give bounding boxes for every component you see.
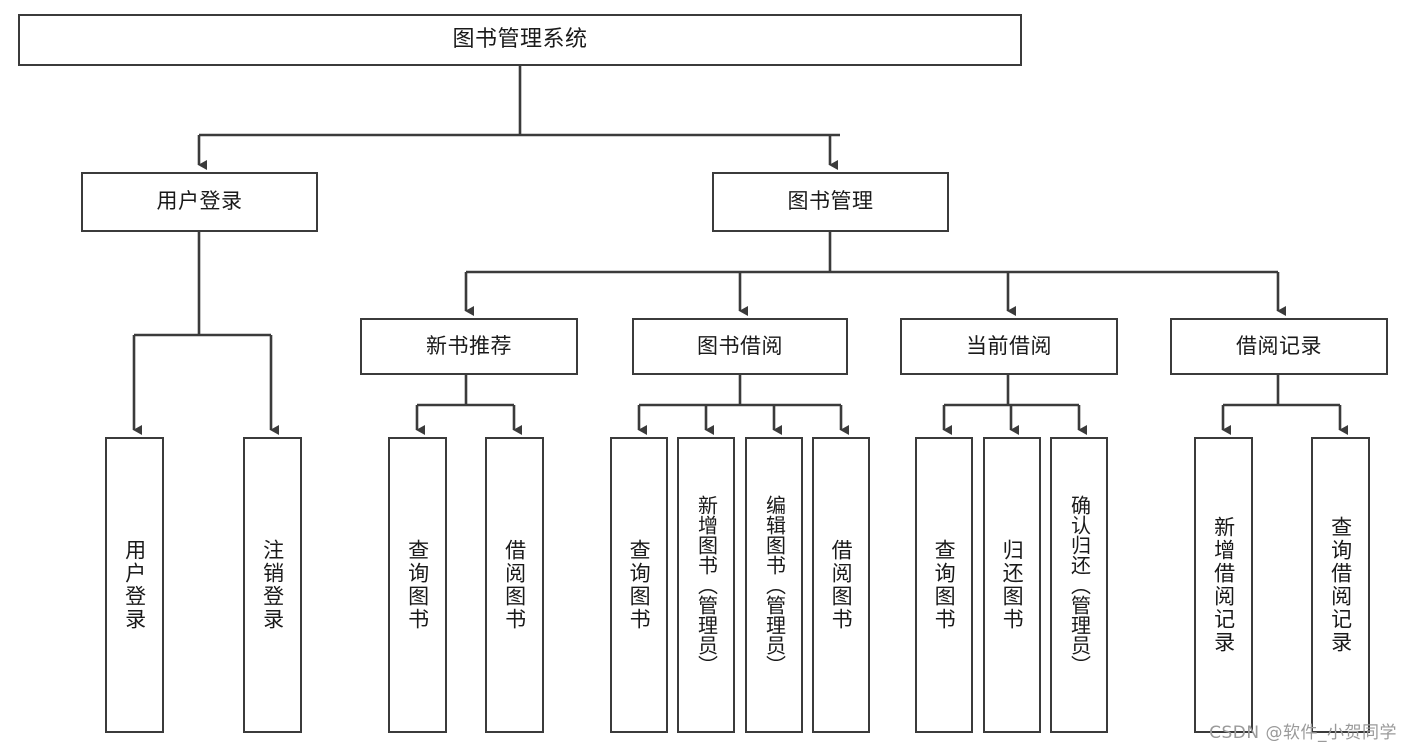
node-book-borrow[interactable]: 图书借阅 [632, 318, 848, 375]
csdn-watermark: CSDN @软件_小贺同学 [1209, 723, 1397, 743]
leaf-current-return-book[interactable]: 归还图书 [983, 437, 1041, 733]
leaf-borrow-edit-book-admin[interactable]: 编辑图书（管理员） [745, 437, 803, 733]
node-label: 用户登录 [122, 539, 147, 631]
edge-bookmgmt-children [464, 272, 1286, 316]
node-root-book-management-system[interactable]: 图书管理系统 [18, 14, 1022, 66]
node-label: 注销登录 [260, 539, 285, 631]
node-label: 新增借阅记录 [1211, 516, 1236, 654]
node-label: 图书管理系统 [452, 26, 588, 52]
leaf-newbook-borrow-book[interactable]: 借阅图书 [485, 437, 544, 733]
leaf-record-query-record[interactable]: 查询借阅记录 [1311, 437, 1370, 733]
leaf-borrow-borrow-book[interactable]: 借阅图书 [812, 437, 870, 733]
node-label: 借阅图书 [502, 539, 527, 631]
edge-newbook-bus [417, 375, 514, 407]
node-label: 新书推荐 [426, 333, 512, 358]
edge-userlogin-bus [134, 232, 271, 337]
node-new-book-recommend[interactable]: 新书推荐 [360, 318, 578, 375]
leaf-current-query-book[interactable]: 查询图书 [915, 437, 973, 733]
edge-newbook-leaves [415, 405, 522, 435]
edge-current-bus [944, 375, 1079, 407]
node-label: 编辑图书（管理员） [762, 495, 787, 675]
edge-root-to-bus [199, 66, 840, 137]
leaf-user-login-login[interactable]: 用户登录 [105, 437, 164, 733]
node-label: 用户登录 [156, 189, 243, 214]
edge-root-children [197, 135, 838, 170]
node-label: 归还图书 [1000, 539, 1025, 631]
node-label: 新增图书（管理员） [694, 495, 719, 675]
edge-bookmgmt-bus [466, 232, 1278, 274]
leaf-borrow-query-book[interactable]: 查询图书 [610, 437, 668, 733]
node-label: 查询图书 [627, 539, 652, 631]
node-user-login[interactable]: 用户登录 [81, 172, 318, 232]
edge-current-leaves [942, 405, 1087, 435]
node-current-borrow[interactable]: 当前借阅 [900, 318, 1118, 375]
node-label: 借阅记录 [1236, 333, 1322, 358]
leaf-record-add-record[interactable]: 新增借阅记录 [1194, 437, 1253, 733]
leaf-borrow-add-book-admin[interactable]: 新增图书（管理员） [677, 437, 735, 733]
node-label: 确认归还（管理员） [1067, 495, 1092, 675]
node-label: 图书管理 [787, 189, 874, 214]
edge-borrow-bus [639, 375, 841, 407]
node-label: 查询图书 [932, 539, 957, 631]
node-label: 查询图书 [405, 539, 430, 631]
edge-record-bus [1223, 375, 1340, 407]
node-label: 查询借阅记录 [1328, 516, 1353, 654]
node-borrow-record[interactable]: 借阅记录 [1170, 318, 1388, 375]
node-book-management[interactable]: 图书管理 [712, 172, 949, 232]
leaf-user-login-logout[interactable]: 注销登录 [243, 437, 302, 733]
node-label: 借阅图书 [829, 539, 854, 631]
edge-record-leaves [1221, 405, 1348, 435]
leaf-newbook-query-book[interactable]: 查询图书 [388, 437, 447, 733]
leaf-current-confirm-return-admin[interactable]: 确认归还（管理员） [1050, 437, 1108, 733]
node-label: 图书借阅 [697, 333, 783, 358]
node-label: 当前借阅 [966, 333, 1052, 358]
edge-userlogin-leaves [132, 335, 279, 435]
edge-borrow-leaves [637, 405, 849, 435]
